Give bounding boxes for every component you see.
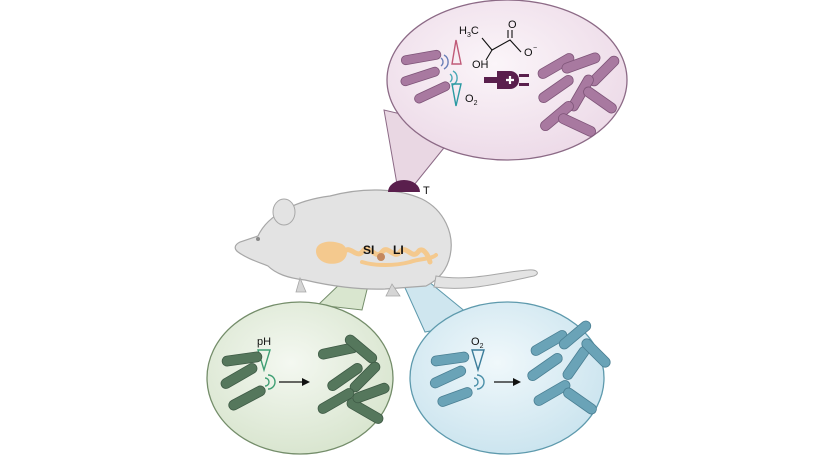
lactate-gradient-triangle xyxy=(451,39,462,65)
bacterium xyxy=(537,53,575,79)
bacterium xyxy=(220,363,258,389)
small-intestine-label: SI xyxy=(363,243,374,257)
svg-text:O: O xyxy=(524,47,533,59)
cecum xyxy=(377,253,385,261)
li-oxygen-gradient-triangle xyxy=(471,349,485,373)
bacterium xyxy=(538,74,574,104)
tumor-o2-label: O2 xyxy=(465,93,478,107)
bacterium xyxy=(583,86,617,114)
bacterium xyxy=(352,382,390,404)
si-arrow xyxy=(279,378,310,386)
tumor-bacteria-right xyxy=(537,52,620,137)
mouse-front-paw xyxy=(295,276,307,293)
stomach xyxy=(316,241,347,264)
bacterium xyxy=(527,352,563,382)
mouse-body xyxy=(234,189,538,297)
bacterium xyxy=(533,380,571,406)
bacterium xyxy=(400,49,442,66)
bacterium xyxy=(437,387,473,407)
bacterium xyxy=(228,385,266,411)
ph-label: pH xyxy=(257,336,271,348)
li-arrow xyxy=(494,378,521,386)
svg-text:OH: OH xyxy=(472,59,489,71)
bacterium xyxy=(581,338,611,368)
svg-text:O: O xyxy=(508,19,517,31)
signal-waves-si xyxy=(264,374,276,390)
mouse-eye xyxy=(256,237,260,241)
svg-text:H3C: H3C xyxy=(459,25,479,39)
lactate-structure: H3C OH O O − xyxy=(459,19,537,71)
bacterium xyxy=(561,52,601,74)
small-intestine-shape xyxy=(341,246,433,265)
bacterium xyxy=(344,334,378,364)
li-bacteria-right xyxy=(527,320,611,415)
signal-waves-li xyxy=(473,374,485,390)
bacterium xyxy=(558,113,596,137)
plug-icon xyxy=(484,71,529,89)
bacterium xyxy=(429,365,467,389)
mouse-hind-paw xyxy=(385,283,401,297)
mouse-ear xyxy=(272,198,296,226)
bacterium xyxy=(563,387,597,415)
large-intestine-shape xyxy=(360,253,438,267)
mouse-gut xyxy=(316,241,438,267)
bacterium xyxy=(558,320,592,350)
tumor-label: T xyxy=(423,185,430,197)
li-bacteria-left xyxy=(429,351,473,407)
oxygen-gradient-triangle xyxy=(451,83,462,107)
large-intestine-label: LI xyxy=(393,243,404,257)
tumor-marker xyxy=(388,180,420,192)
bacterium xyxy=(327,362,363,392)
si-bacteria-left xyxy=(220,351,266,411)
bacterium xyxy=(400,66,440,87)
bacterium xyxy=(530,330,568,356)
tumor-bacteria-left xyxy=(400,49,451,104)
bacterium xyxy=(317,388,355,414)
bacterium xyxy=(221,351,263,367)
si-bacteria-right xyxy=(317,334,390,424)
bacterium xyxy=(430,351,470,367)
svg-text:−: − xyxy=(533,45,537,52)
li-o2-label: O2 xyxy=(471,336,484,350)
bacterium xyxy=(414,81,451,104)
bacterium xyxy=(346,398,384,424)
